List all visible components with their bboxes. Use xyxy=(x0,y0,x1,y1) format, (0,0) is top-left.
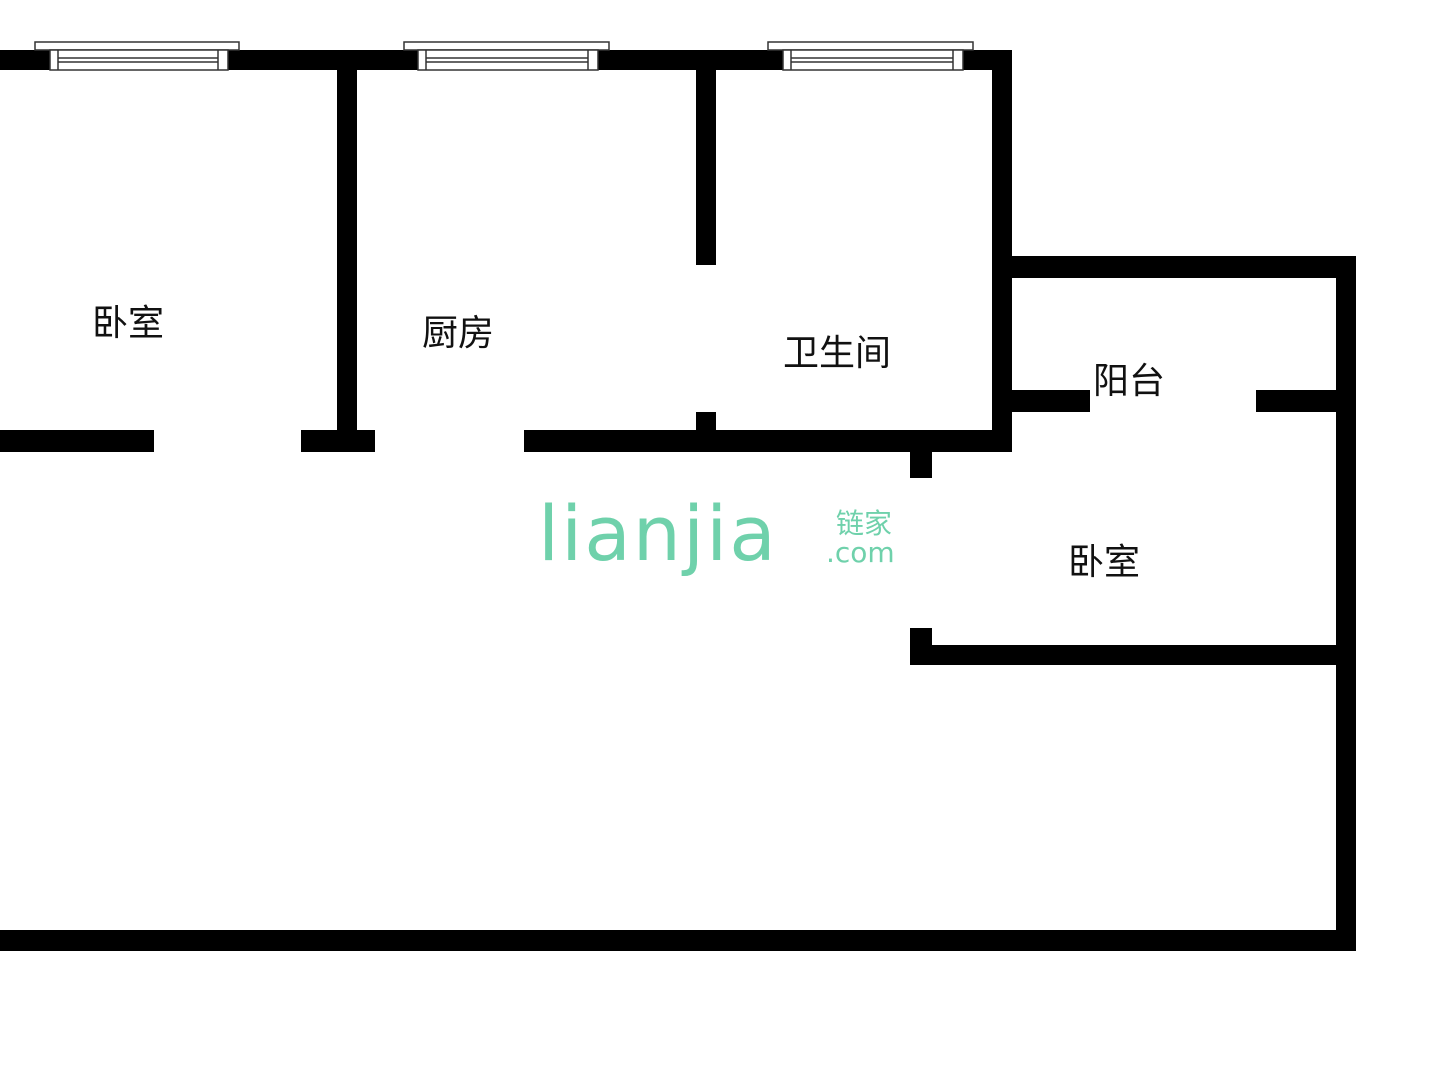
wall-h-right xyxy=(524,430,1012,452)
watermark-brand: lianjia xyxy=(538,489,778,578)
wall-bedroom2-bottom xyxy=(910,645,1336,665)
wall-h-left xyxy=(0,430,154,452)
watermark-domain: .com xyxy=(826,536,895,569)
room-label-balcony: 阳台 xyxy=(1093,361,1165,402)
wall-right-upper xyxy=(992,50,1012,452)
lianjia-watermark: lianjia 链家 .com xyxy=(538,489,895,578)
wall-balcony-top xyxy=(1012,256,1356,278)
wall-balcony-left-stub xyxy=(1012,390,1090,412)
wall-h-mid xyxy=(301,430,375,452)
window-1 xyxy=(34,41,240,71)
room-label-bathroom: 卫生间 xyxy=(783,333,891,374)
watermark-cn: 链家 xyxy=(836,507,892,540)
room-label-kitchen: 厨房 xyxy=(422,313,494,354)
wall-balcony-right-stub xyxy=(1256,390,1336,412)
wall-bedroom-kitchen xyxy=(337,50,357,450)
window-3 xyxy=(767,41,974,71)
wall-bedroom2-door-top xyxy=(910,452,932,478)
wall-kitchen-bathroom-upper xyxy=(696,50,716,265)
room-label-bedroom-2: 卧室 xyxy=(1068,542,1140,583)
wall-far-right xyxy=(1336,256,1356,951)
window-2 xyxy=(403,41,610,71)
wall-bottom xyxy=(0,930,1356,951)
room-label-bedroom-1: 卧室 xyxy=(92,303,164,344)
walls xyxy=(0,50,1356,951)
